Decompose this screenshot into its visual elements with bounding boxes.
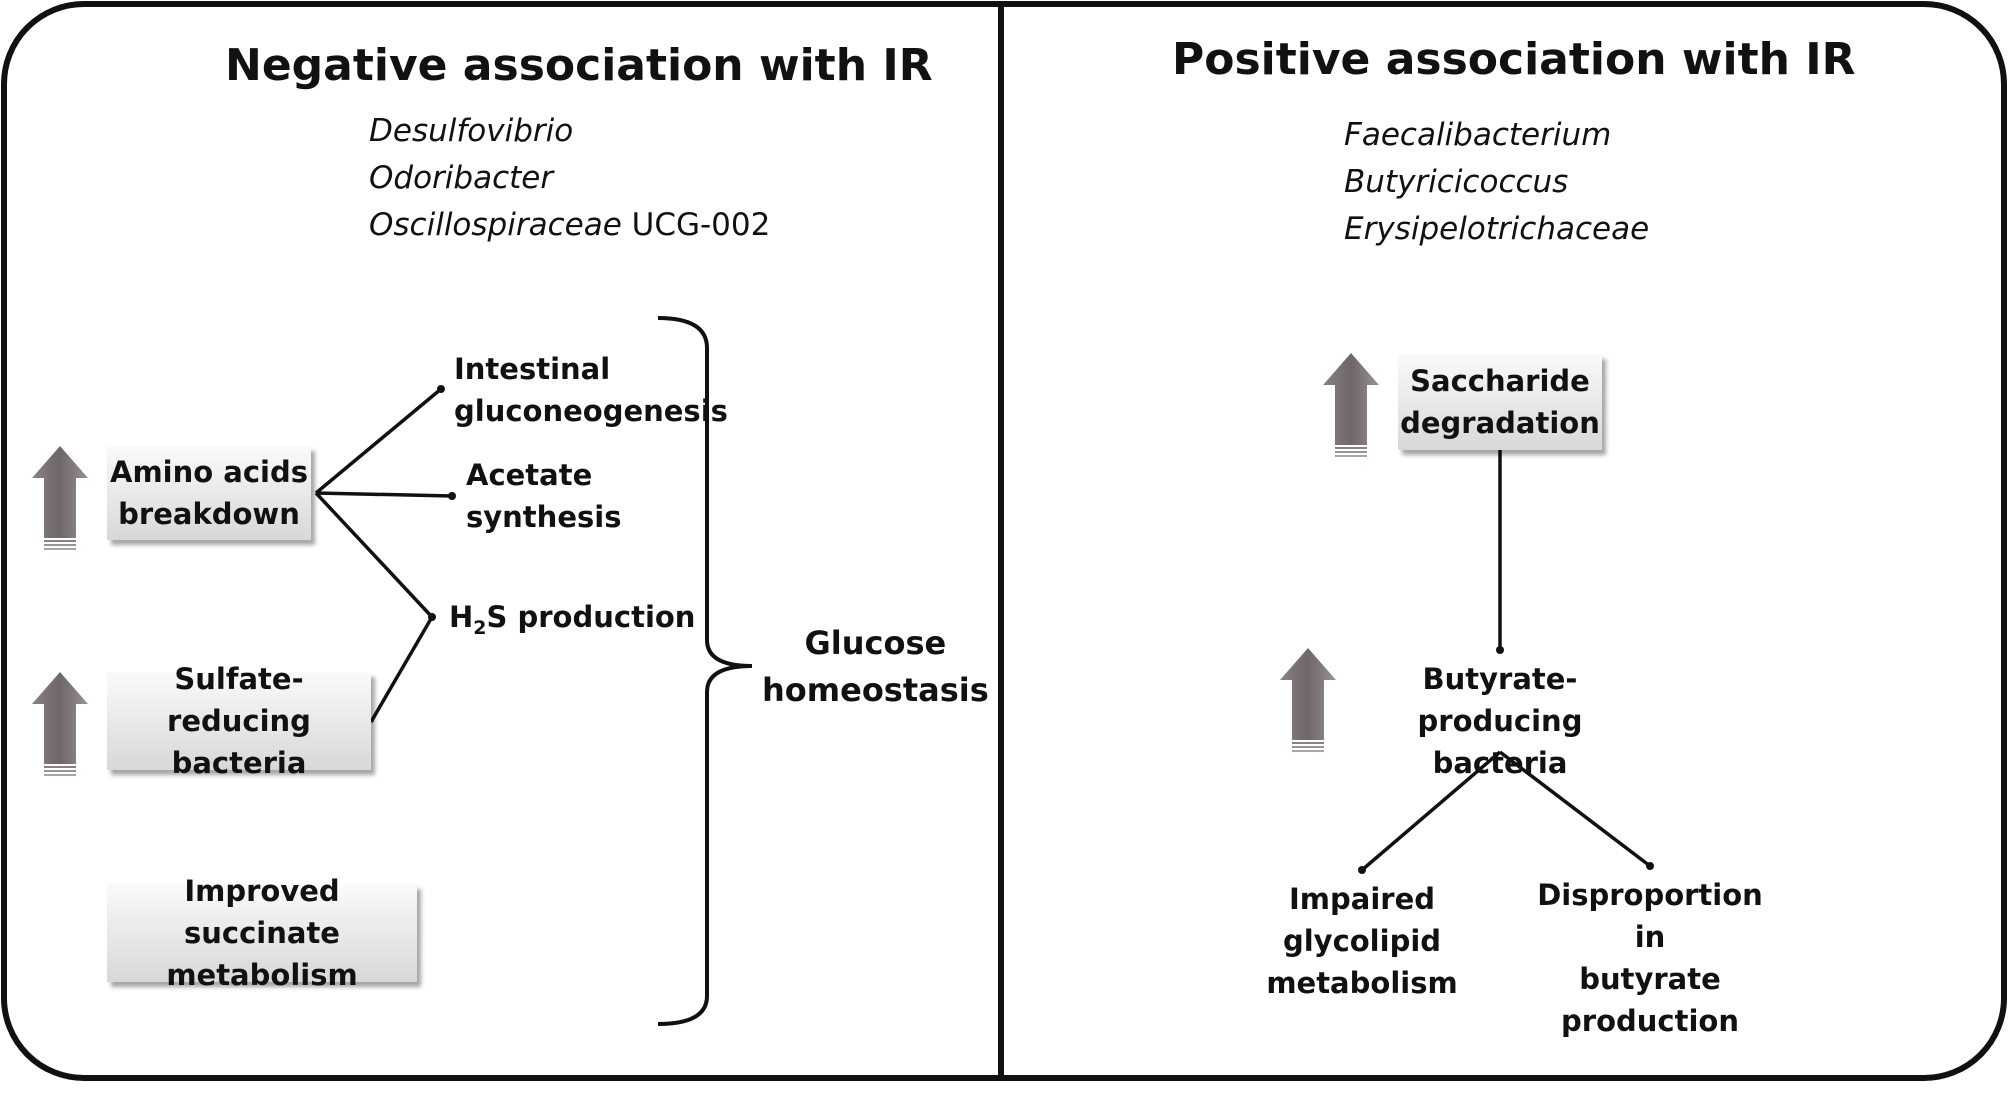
label-line: Acetate bbox=[466, 458, 593, 492]
box-label: Saccharide degradation bbox=[1400, 360, 1600, 444]
label-line: Disproportion in bbox=[1537, 878, 1763, 954]
label-line: Improved succinate bbox=[184, 874, 340, 950]
amino-acids-box: Amino acids breakdown bbox=[107, 446, 311, 540]
label-line: Butyrate-producing bbox=[1417, 662, 1583, 738]
label-line: breakdown bbox=[118, 497, 300, 531]
connector-dots bbox=[428, 385, 456, 621]
taxon: Faecalibacterium bbox=[1344, 117, 1612, 153]
increase-arrow-icon bbox=[32, 446, 88, 550]
taxon: Desulfovibrio bbox=[369, 113, 574, 149]
taxon: Erysipelotrichaceae bbox=[1344, 211, 1650, 247]
glucose-homeostasis-label: Glucose homeostasis bbox=[762, 620, 989, 714]
h2s-rest: S production bbox=[486, 600, 696, 634]
label-line: glycolipid bbox=[1282, 924, 1442, 958]
succinate-box: Improved succinate metabolism bbox=[107, 874, 417, 992]
box-label: Sulfate-reducing bacteria bbox=[107, 658, 371, 784]
right-connector-dots bbox=[1358, 646, 1654, 874]
disproportion-label: Disproportion in butyrate production bbox=[1520, 874, 1780, 1042]
increase-arrow-icon bbox=[1323, 353, 1379, 457]
right-panel-title: Positive association with IR bbox=[1172, 34, 1856, 85]
left-connectors bbox=[314, 387, 453, 723]
sulfate-reducing-box: Sulfate-reducing bacteria bbox=[107, 662, 371, 780]
label-line: degradation bbox=[1400, 406, 1600, 440]
label-line: metabolism bbox=[1266, 966, 1458, 1000]
label-line: production bbox=[1561, 1004, 1739, 1038]
box-label: Improved succinate metabolism bbox=[107, 870, 417, 996]
label-line: Intestinal bbox=[454, 352, 611, 386]
taxon: Odoribacter bbox=[369, 160, 554, 196]
increase-arrow-icon bbox=[1280, 648, 1336, 752]
taxon-suffix: UCG-002 bbox=[631, 207, 771, 243]
label-line: Saccharide bbox=[1410, 364, 1590, 398]
label-line: Glucose bbox=[804, 624, 947, 662]
label-line: Impaired bbox=[1288, 882, 1435, 916]
left-panel-title: Negative association with IR bbox=[225, 40, 933, 91]
label-line: gluconeogenesis bbox=[454, 394, 728, 428]
label-line: Amino acids bbox=[110, 455, 308, 489]
glucose-brace bbox=[657, 316, 753, 1026]
taxon: Oscillospiraceae UCG-002 bbox=[369, 202, 770, 249]
taxon-name: Oscillospiraceae bbox=[369, 207, 622, 243]
h2s-subscript: 2 bbox=[473, 616, 487, 639]
label-line: butyrate bbox=[1579, 962, 1721, 996]
h2s-label: H2S production bbox=[449, 596, 695, 649]
right-taxa-list: Faecalibacterium Butyricicoccus Erysipel… bbox=[1344, 112, 1649, 253]
h2s-h: H bbox=[449, 600, 474, 634]
increase-arrow-icon bbox=[32, 672, 88, 776]
taxon: Butyricicoccus bbox=[1344, 164, 1569, 200]
label-line: homeostasis bbox=[762, 671, 989, 709]
acetate-label: Acetate synthesis bbox=[466, 454, 621, 538]
glycolipid-label: Impaired glycolipid metabolism bbox=[1252, 878, 1472, 1004]
saccharide-box: Saccharide degradation bbox=[1398, 354, 1602, 450]
label-line: bacteria bbox=[171, 746, 307, 780]
butyrate-producing-label: Butyrate-producing bacteria bbox=[1352, 658, 1648, 784]
label-line: metabolism bbox=[166, 958, 358, 992]
label-line: bacteria bbox=[1432, 746, 1568, 780]
label-line: Sulfate-reducing bbox=[167, 662, 311, 738]
left-taxa-list: Desulfovibrio Odoribacter Oscillospirace… bbox=[369, 108, 770, 249]
box-label: Amino acids breakdown bbox=[110, 451, 308, 535]
gluconeogenesis-label: Intestinal gluconeogenesis bbox=[454, 348, 728, 432]
label-line: synthesis bbox=[466, 500, 622, 534]
right-connectors bbox=[1360, 450, 1652, 872]
